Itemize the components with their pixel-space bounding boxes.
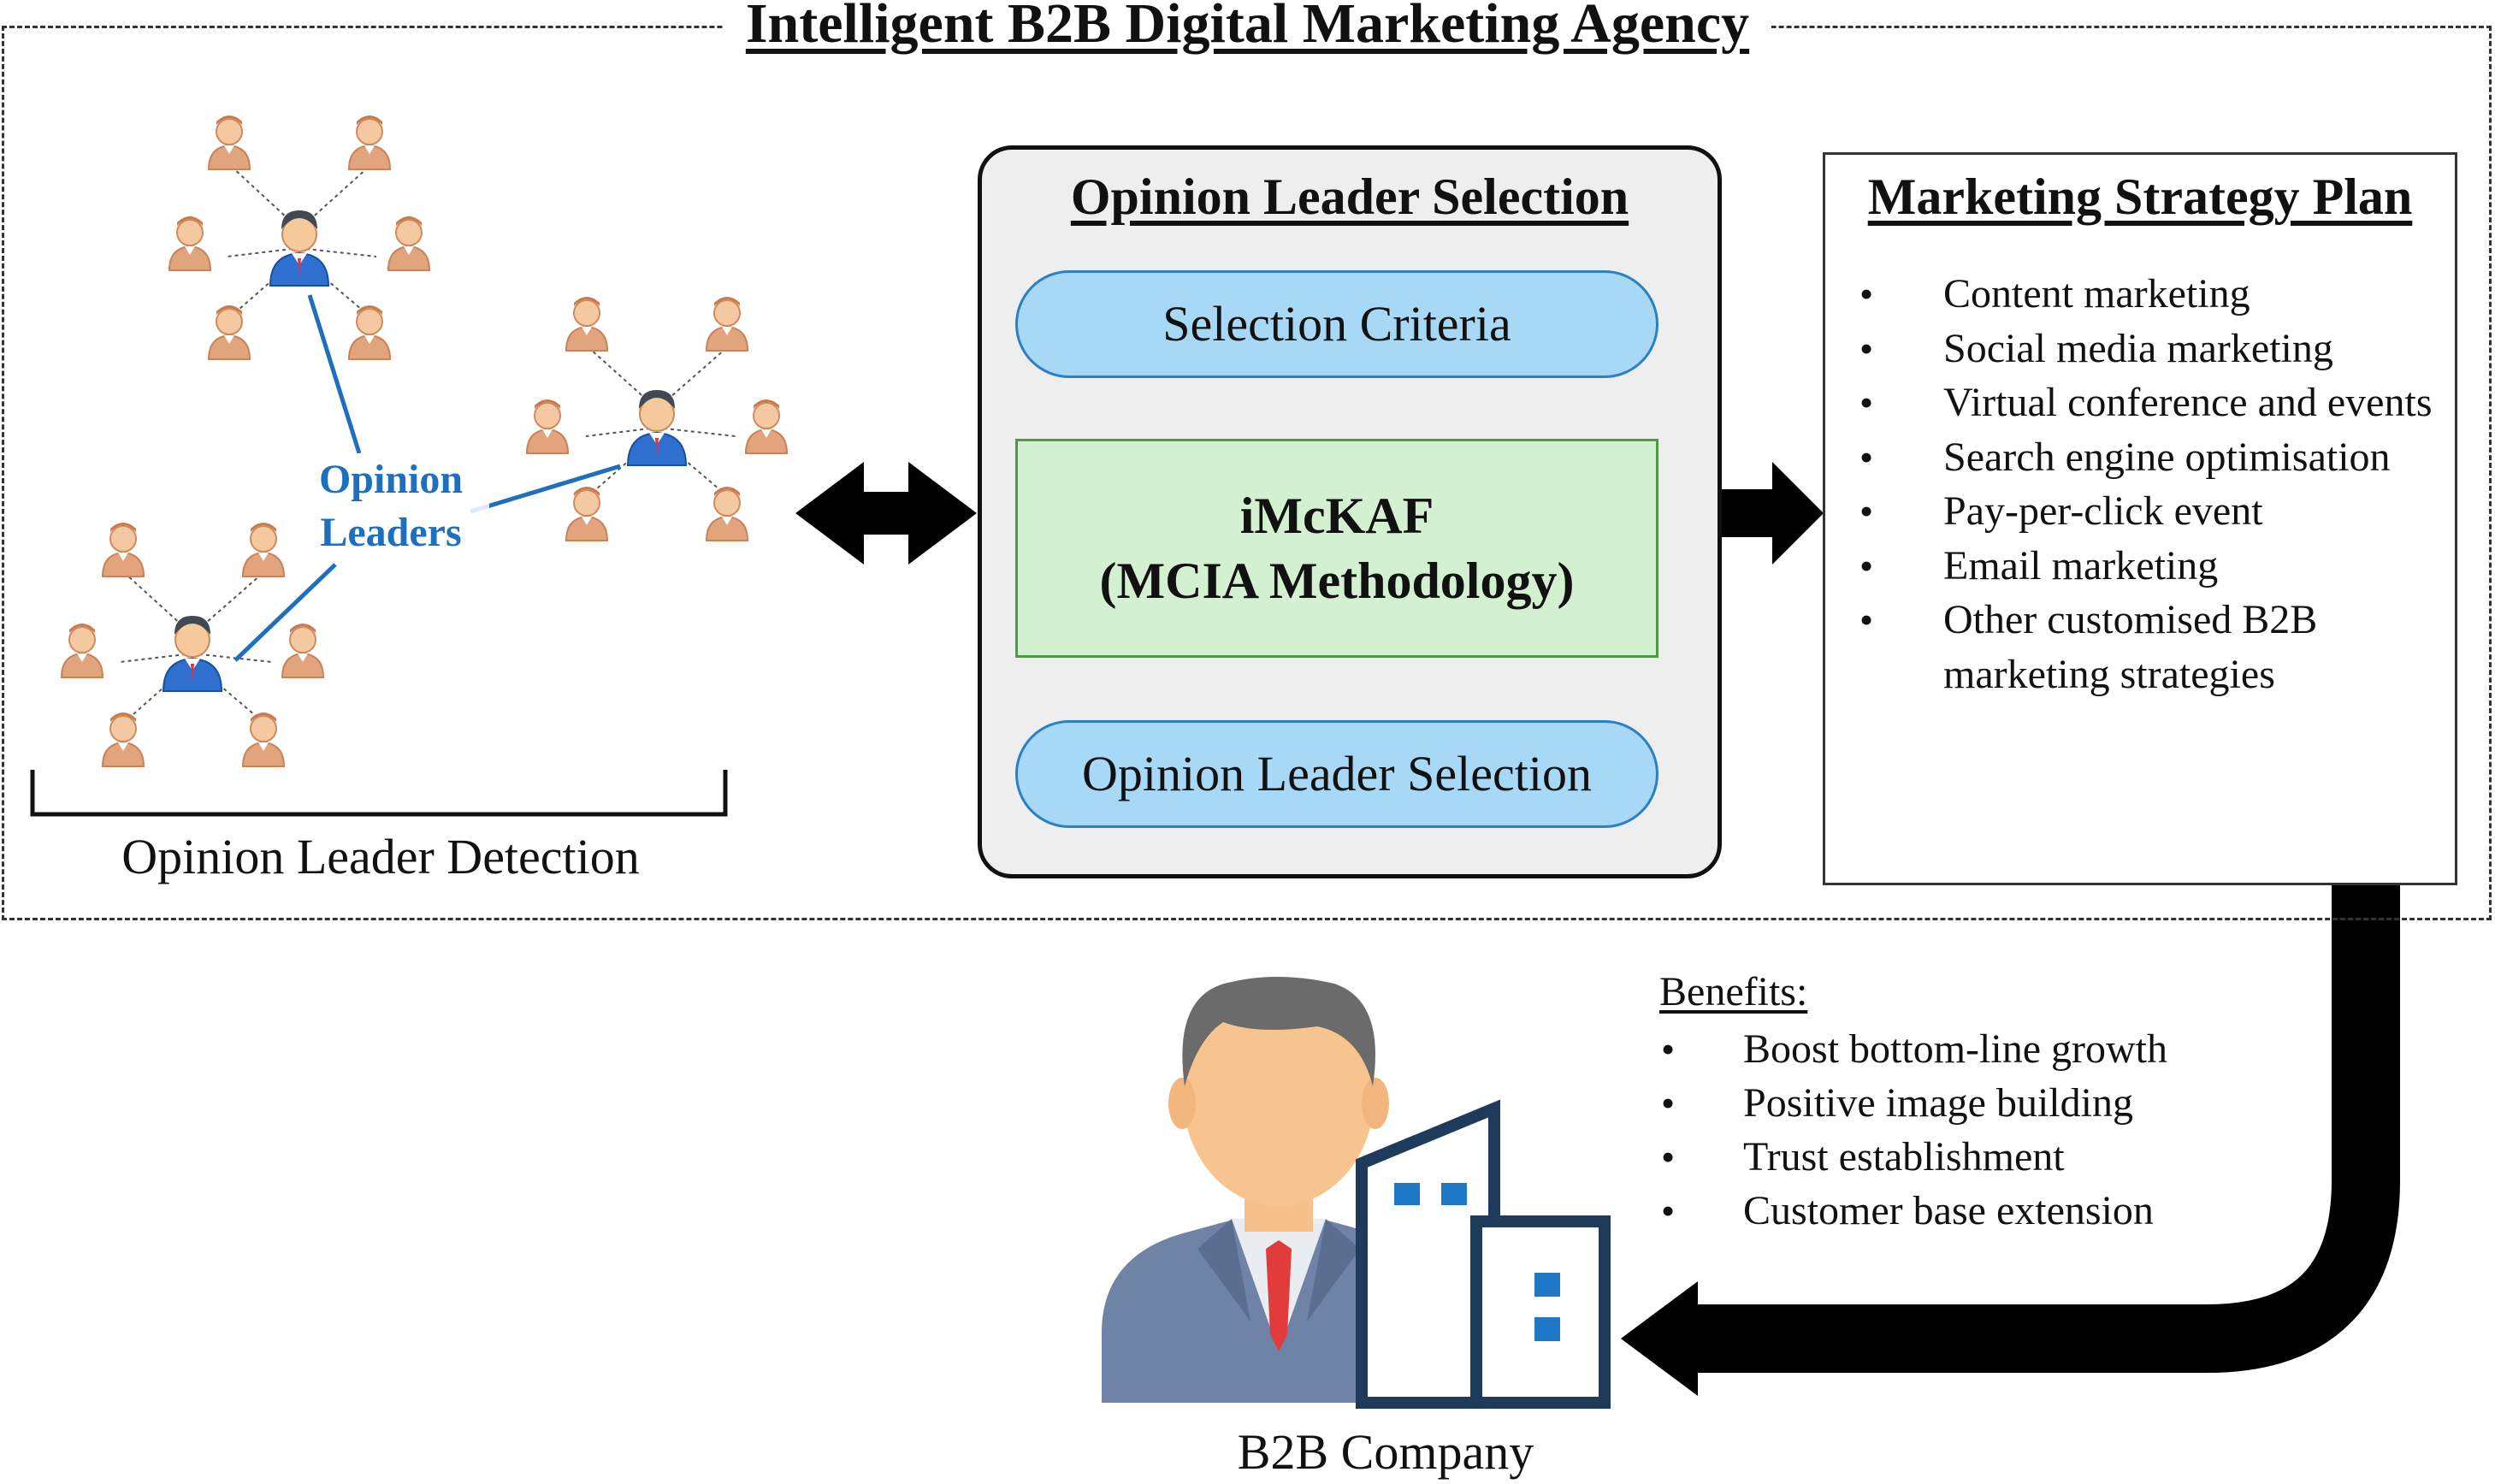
benefit-item: Boost bottom-line growth: [1659, 1022, 2344, 1076]
building-icon: [1356, 1099, 1611, 1409]
opinion-leaders-line1: Opinion: [318, 457, 464, 502]
opinion-leader-links: [234, 294, 621, 662]
benefit-item: Trust establishment: [1659, 1130, 2344, 1184]
opinion-leaders-line2: Leaders: [320, 510, 462, 555]
agency-title: Intelligent B2B Digital Marketing Agency: [0, 0, 2495, 58]
imckaf-line1: iMcKAF: [1239, 488, 1434, 544]
strategy-item: Email marketing: [1854, 539, 2445, 594]
opinion-leader-selection-pill: Opinion Leader Selection: [1015, 720, 1658, 828]
return-arrow-head: [1621, 1281, 1698, 1396]
company-label: B2B Company: [1237, 1424, 1534, 1480]
benefits-label: Benefits:: [1659, 969, 1808, 1014]
opinion-leaders-label: Opinion Leaders: [293, 453, 489, 559]
detection-label: Opinion Leader Detection: [121, 829, 640, 884]
strategy-item: Social media marketing: [1854, 322, 2445, 376]
strategy-title: Marketing Strategy Plan: [1867, 169, 2413, 225]
double-arrow: [795, 462, 977, 565]
benefits-list: Boost bottom-line growth Positive image …: [1659, 1022, 2344, 1238]
benefit-item: Positive image building: [1659, 1076, 2344, 1130]
right-arrow: [1722, 462, 1824, 565]
benefit-item: Customer base extension: [1659, 1184, 2344, 1238]
selection-title: Opinion Leader Selection: [1070, 169, 1629, 225]
network-cluster-2: [526, 296, 788, 541]
strategy-item: Pay-per-click event: [1854, 484, 2445, 539]
imckaf-box: iMcKAF (MCIA Methodology): [1015, 439, 1658, 658]
strategy-item: Search engine optimisation: [1854, 430, 2445, 485]
detection-bracket: [30, 770, 728, 817]
network-cluster-3: [61, 522, 324, 767]
imckaf-line2: (MCIA Methodology): [1099, 553, 1575, 609]
strategy-item: Other customised B2B marketing strategie…: [1854, 593, 2445, 701]
strategy-item: Content marketing: [1854, 267, 2445, 322]
strategy-list: Content marketing Social media marketing…: [1854, 267, 2445, 701]
selection-criteria-pill: Selection Criteria: [1015, 270, 1658, 378]
strategy-item: Virtual conference and events: [1854, 375, 2445, 430]
return-arrow-shaft: [1694, 885, 2400, 1373]
network-cluster-1: [169, 115, 430, 360]
